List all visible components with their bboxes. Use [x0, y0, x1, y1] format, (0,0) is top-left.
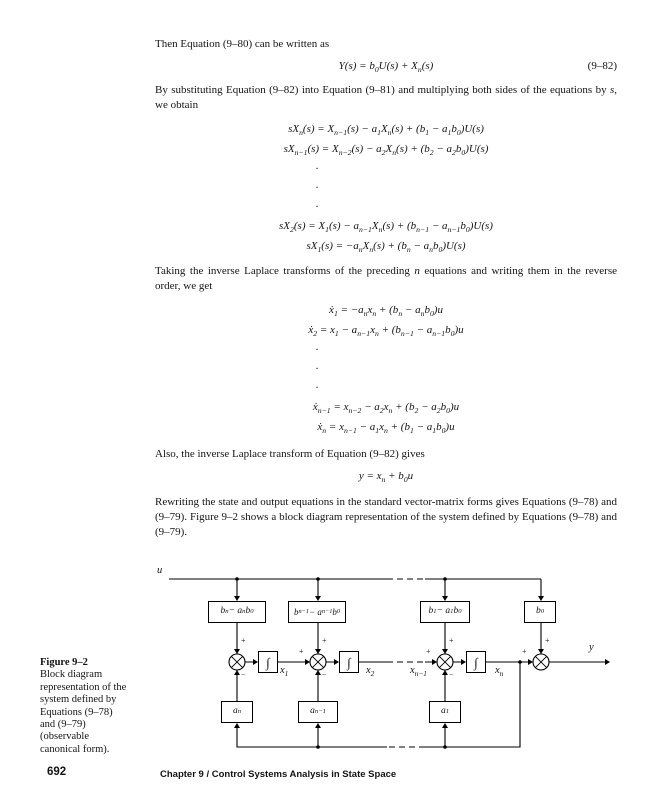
vertical-ellipsis-dot: · — [315, 342, 319, 356]
integrator-block: ∫ — [258, 651, 278, 673]
figure-caption-line: canonical form). — [40, 743, 110, 755]
vertical-ellipsis-dot: · — [315, 199, 319, 213]
vertical-ellipsis-dot: · — [315, 180, 319, 194]
figure-caption-title: Figure 9–2 — [40, 657, 88, 668]
plus-sign: + — [322, 636, 327, 645]
equation-line: sXn−1(s) = Xn−2(s) − a2Xn(s) + (b2 − a2b… — [283, 143, 489, 158]
figure-9-2: Figure 9–2 Block diagram representation … — [0, 565, 653, 780]
figure-caption-line: Block diagram — [40, 669, 103, 681]
junction-dots — [235, 577, 522, 749]
state-label-xn: xn — [495, 665, 504, 679]
equation-block-state: ẋ1 = −anxn + (bn − anb0)u ẋ2 = x1 − an−1… — [155, 300, 617, 437]
figure-caption-line: and (9–79) — [40, 719, 86, 731]
block-diagram-svg — [169, 577, 610, 749]
arrowheads — [234, 596, 610, 728]
figure-caption-line: system defined by — [40, 694, 117, 706]
paragraph-intro: Then Equation (9–80) can be written as — [155, 38, 330, 50]
equation-number-982: (9–82) — [587, 60, 617, 72]
integrator-block: ∫ — [466, 651, 486, 673]
plus-sign: + — [299, 647, 304, 656]
input-label-u: u — [157, 565, 163, 576]
plus-sign: + — [545, 636, 550, 645]
output-label-y: y — [589, 642, 594, 653]
vertical-ellipsis-dot: · — [315, 161, 319, 175]
vertical-ellipsis-dot: · — [315, 361, 319, 375]
equation-line: sX2(s) = X1(s) − an−1Xn(s) + (bn−1 − an−… — [279, 220, 493, 235]
integrator-block: ∫ — [339, 651, 359, 673]
equation-982: Y(s) = b0U(s) + Xn(s) — [338, 60, 434, 75]
plus-sign: + — [449, 636, 454, 645]
state-label-x2: x2 — [366, 665, 375, 679]
figure-caption-line: Equations (9–78) — [40, 706, 113, 718]
figure-caption-line: (observable — [40, 731, 89, 743]
plus-sign: + — [522, 647, 527, 656]
summing-junction-crosses — [230, 655, 548, 669]
paragraph-rewriting: Rewriting the state and output equations… — [155, 496, 617, 538]
vertical-ellipsis-dot: · — [315, 380, 319, 394]
paragraph-also: Also, the inverse Laplace transform of E… — [155, 448, 425, 460]
equation-982-row: Y(s) = b0U(s) + Xn(s) (9–82) — [155, 58, 617, 75]
equation-line: ẋn = xn−1 − a1xn + (b1 − a1b0)u — [317, 421, 455, 436]
state-label-x1: x1 — [280, 665, 289, 679]
equation-line: ẋn−1 = xn−2 − a2xn + (b2 − a2b0)u — [312, 401, 460, 416]
figure-caption: Figure 9–2 Block diagram representation … — [40, 657, 160, 756]
paragraph-substitute: By substituting Equation (9–82) into Equ… — [155, 84, 617, 111]
body-text-column: Then Equation (9–80) can be written as Y… — [155, 0, 617, 540]
equation-output: y = xn + b0u — [358, 470, 414, 485]
running-footer: Chapter 9 / Control Systems Analysis in … — [160, 769, 397, 780]
paragraph-inverse-laplace: Taking the inverse Laplace transforms of… — [155, 265, 617, 292]
equation-line: sX1(s) = −anXn(s) + (bn − anb0)U(s) — [306, 240, 466, 255]
equation-output-row: y = xn + b0u — [155, 468, 617, 485]
equation-block-laplace: sXn(s) = Xn−1(s) − a1Xn(s) + (b1 − a1b0)… — [155, 119, 617, 256]
diagram-wires — [169, 578, 606, 748]
minus-sign: − — [322, 670, 327, 679]
minus-sign: − — [241, 670, 246, 679]
equation-line: ẋ1 = −anxn + (bn − anb0)u — [329, 304, 443, 319]
equation-line: sXn(s) = Xn−1(s) − a1Xn(s) + (b1 − a1b0)… — [288, 123, 484, 138]
figure-caption-line: representation of the — [40, 681, 127, 693]
minus-sign: − — [449, 670, 454, 679]
plus-sign: + — [241, 636, 246, 645]
page-number: 692 — [47, 766, 67, 778]
state-label-xn1: xn−1 — [410, 665, 427, 679]
plus-sign: + — [426, 647, 431, 656]
equation-line: ẋ2 = x1 − an−1xn + (bn−1 − an−1b0)u — [308, 324, 464, 339]
